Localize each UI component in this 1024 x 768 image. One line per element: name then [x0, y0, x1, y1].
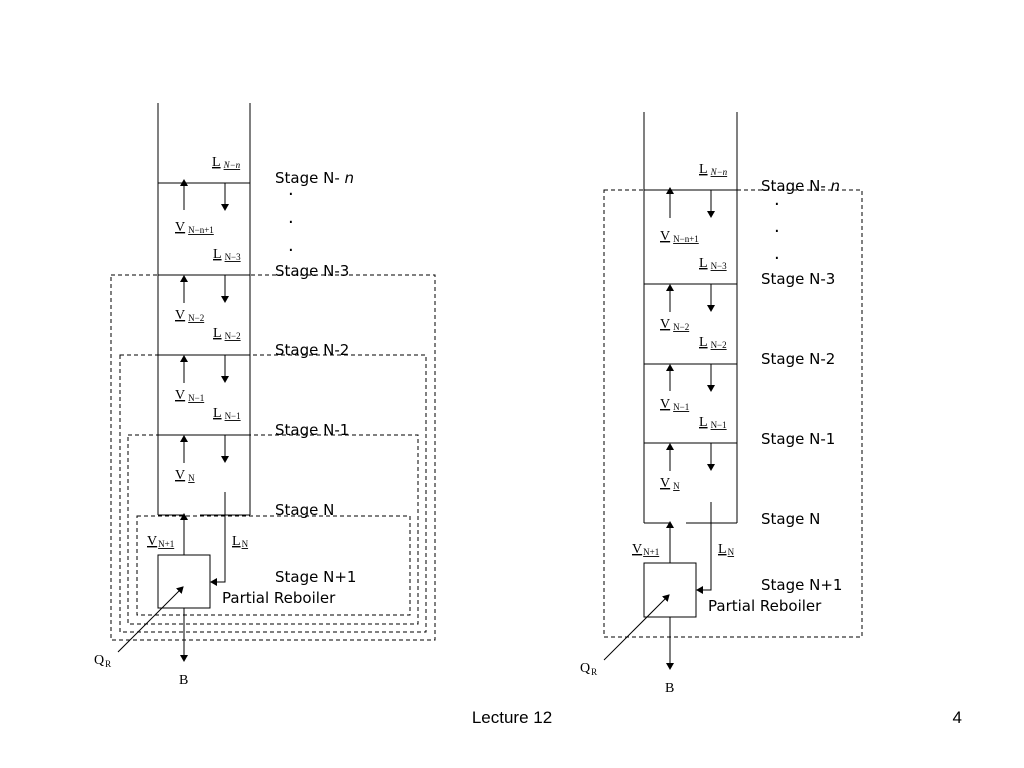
slide-footer: Lecture 12 4: [472, 708, 962, 727]
heat-input-arrow: [117, 586, 184, 653]
label-b: B: [665, 681, 674, 696]
envelope-whole-section: [603, 189, 863, 638]
label-v-np1: VN+1: [632, 542, 659, 557]
label-l-n: LN: [232, 534, 249, 549]
stage-label-top: Stage N- n: [761, 177, 840, 195]
stage-label-n1: Stage N-1: [275, 421, 349, 439]
label-l-n: LN: [718, 542, 735, 557]
label-v-np1: VN+1: [147, 534, 174, 549]
envelope-stage-n: [136, 515, 411, 616]
stage-label-n3: Stage N-3: [761, 270, 835, 288]
stage-label-top: Stage N- n: [275, 169, 354, 187]
envelope-stage-n3: [110, 274, 436, 641]
footer-title: Lecture 12: [472, 708, 552, 727]
label-b: B: [179, 673, 188, 688]
envelope-stage-n2: [119, 354, 427, 633]
stage-label-np1: Stage N+1: [275, 568, 356, 586]
liquid-arrow-n: [696, 502, 712, 594]
right-stage-labels: Stage N- n · · · Stage N-3 Stage N-2 Sta…: [708, 177, 842, 615]
stage-dot-3: ·: [288, 240, 294, 261]
label-q-r: QR: [94, 653, 111, 669]
stage-label-n3: Stage N-3: [275, 262, 349, 280]
liquid-arrow-n: [210, 492, 226, 586]
stage-label-n2: Stage N-2: [761, 350, 835, 368]
stage-label-n2: Stage N-2: [275, 341, 349, 359]
stage-label-n: Stage N: [761, 510, 820, 528]
reboiler-label: Partial Reboiler: [708, 597, 822, 615]
stage-label-n1: Stage N-1: [761, 430, 835, 448]
heat-input-arrow: [603, 594, 670, 661]
envelope-stage-n1: [127, 434, 419, 625]
stage-dot-2: ·: [288, 212, 294, 233]
stage-dot-3: ·: [774, 248, 780, 269]
stage-label-np1: Stage N+1: [761, 576, 842, 594]
reboiler-box: [643, 562, 697, 618]
reboiler-box: [157, 554, 211, 609]
stage-dot-1: ·: [288, 184, 294, 205]
stage-dot-2: ·: [774, 221, 780, 242]
reboiler-label: Partial Reboiler: [222, 589, 336, 607]
stage-dot-1: ·: [774, 194, 780, 215]
label-q-r: QR: [580, 661, 597, 677]
page-number: 4: [953, 708, 962, 727]
stage-label-n: Stage N: [275, 501, 334, 519]
left-column-diagram: [110, 103, 436, 662]
right-column-diagram: [603, 112, 863, 670]
left-stage-labels: Stage N- n · · · Stage N-3 Stage N-2 Sta…: [222, 169, 356, 607]
